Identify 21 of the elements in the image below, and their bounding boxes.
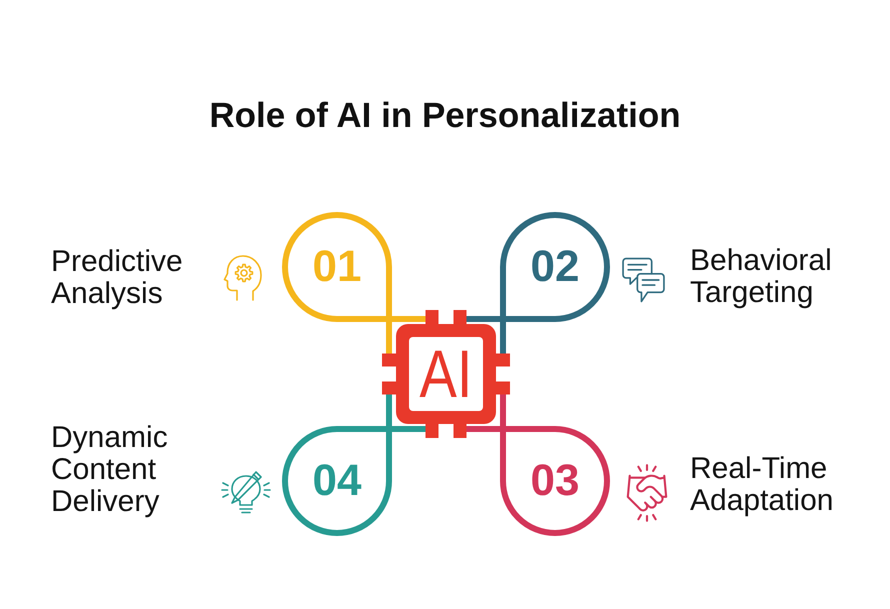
step-title: Predictive Analysis: [51, 246, 184, 310]
step-number: 02: [530, 243, 580, 291]
connector-line: [466, 316, 500, 322]
teardrop-loop: [282, 426, 392, 536]
connector-line: [392, 426, 426, 432]
step-number: 03: [530, 457, 580, 505]
connector-line: [386, 394, 392, 426]
step-number: 01: [312, 243, 362, 291]
teardrop-loop: [282, 212, 392, 322]
step-title: Dynamic Content Delivery: [51, 422, 169, 518]
connector-line: [500, 322, 506, 354]
chip-label: AI: [420, 340, 472, 408]
step-number: 04: [312, 457, 362, 505]
title: Role of AI in Personalization: [209, 95, 681, 137]
teardrop-loop: [500, 212, 610, 322]
step-title: Behavioral Targeting: [690, 245, 833, 309]
connector-line: [392, 316, 426, 322]
step-title: Real-Time Adaptation: [690, 453, 834, 517]
connector-line: [386, 322, 392, 354]
teardrop-loop: [500, 426, 610, 536]
processor-chip: [382, 310, 510, 438]
